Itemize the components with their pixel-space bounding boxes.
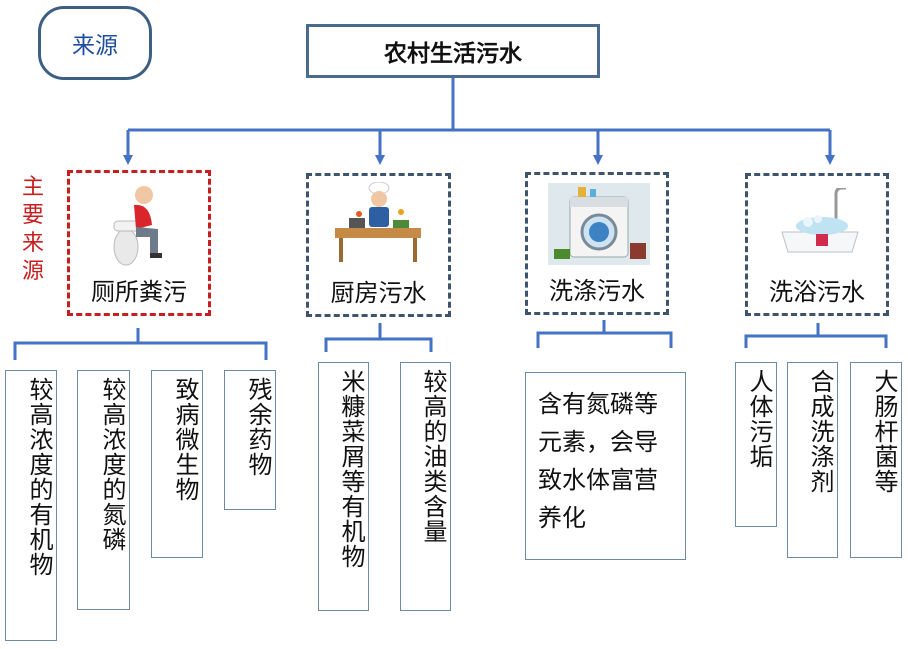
category-kitchen: 厨房污水 (306, 173, 451, 317)
root-node: 农村生活污水 (306, 24, 600, 78)
category-laundry: 洗涤污水 (525, 172, 669, 315)
leaf-item: 人体污垢 (735, 362, 777, 527)
bathtub-icon (781, 188, 859, 253)
category-label: 洗浴污水 (769, 278, 865, 306)
leaf-item: 较高浓度的有机物 (5, 370, 57, 641)
leaf-item: 残余药物 (224, 370, 276, 510)
root-label: 农村生活污水 (384, 41, 522, 67)
source-label-box: 来源 (38, 6, 152, 80)
leaf-item: 较高浓度的氮磷 (77, 370, 130, 610)
chef-cooking-icon (335, 182, 421, 262)
source-label: 来源 (72, 33, 118, 59)
category-toilet: 厕所粪污 (67, 170, 211, 316)
leaf-item: 较高的油类含量 (400, 362, 451, 611)
washing-machine-icon (548, 183, 650, 265)
category-label: 厕所粪污 (91, 278, 187, 306)
leaf-item: 致病微生物 (151, 370, 203, 558)
leaf-item: 合成洗涤剂 (787, 362, 838, 558)
category-label: 厨房污水 (330, 279, 427, 307)
leaf-item: 米糠菜屑等有机物 (318, 362, 369, 611)
leaf-item: 含有氮磷等元素，会导致水体富营养化 (525, 372, 686, 560)
leaf-item: 大肠杆菌等 (850, 362, 902, 558)
main-source-label: 主要来源 (21, 175, 44, 284)
category-bath: 洗浴污水 (745, 173, 889, 316)
category-label: 洗涤污水 (549, 277, 645, 305)
toilet-user-icon (113, 186, 162, 266)
